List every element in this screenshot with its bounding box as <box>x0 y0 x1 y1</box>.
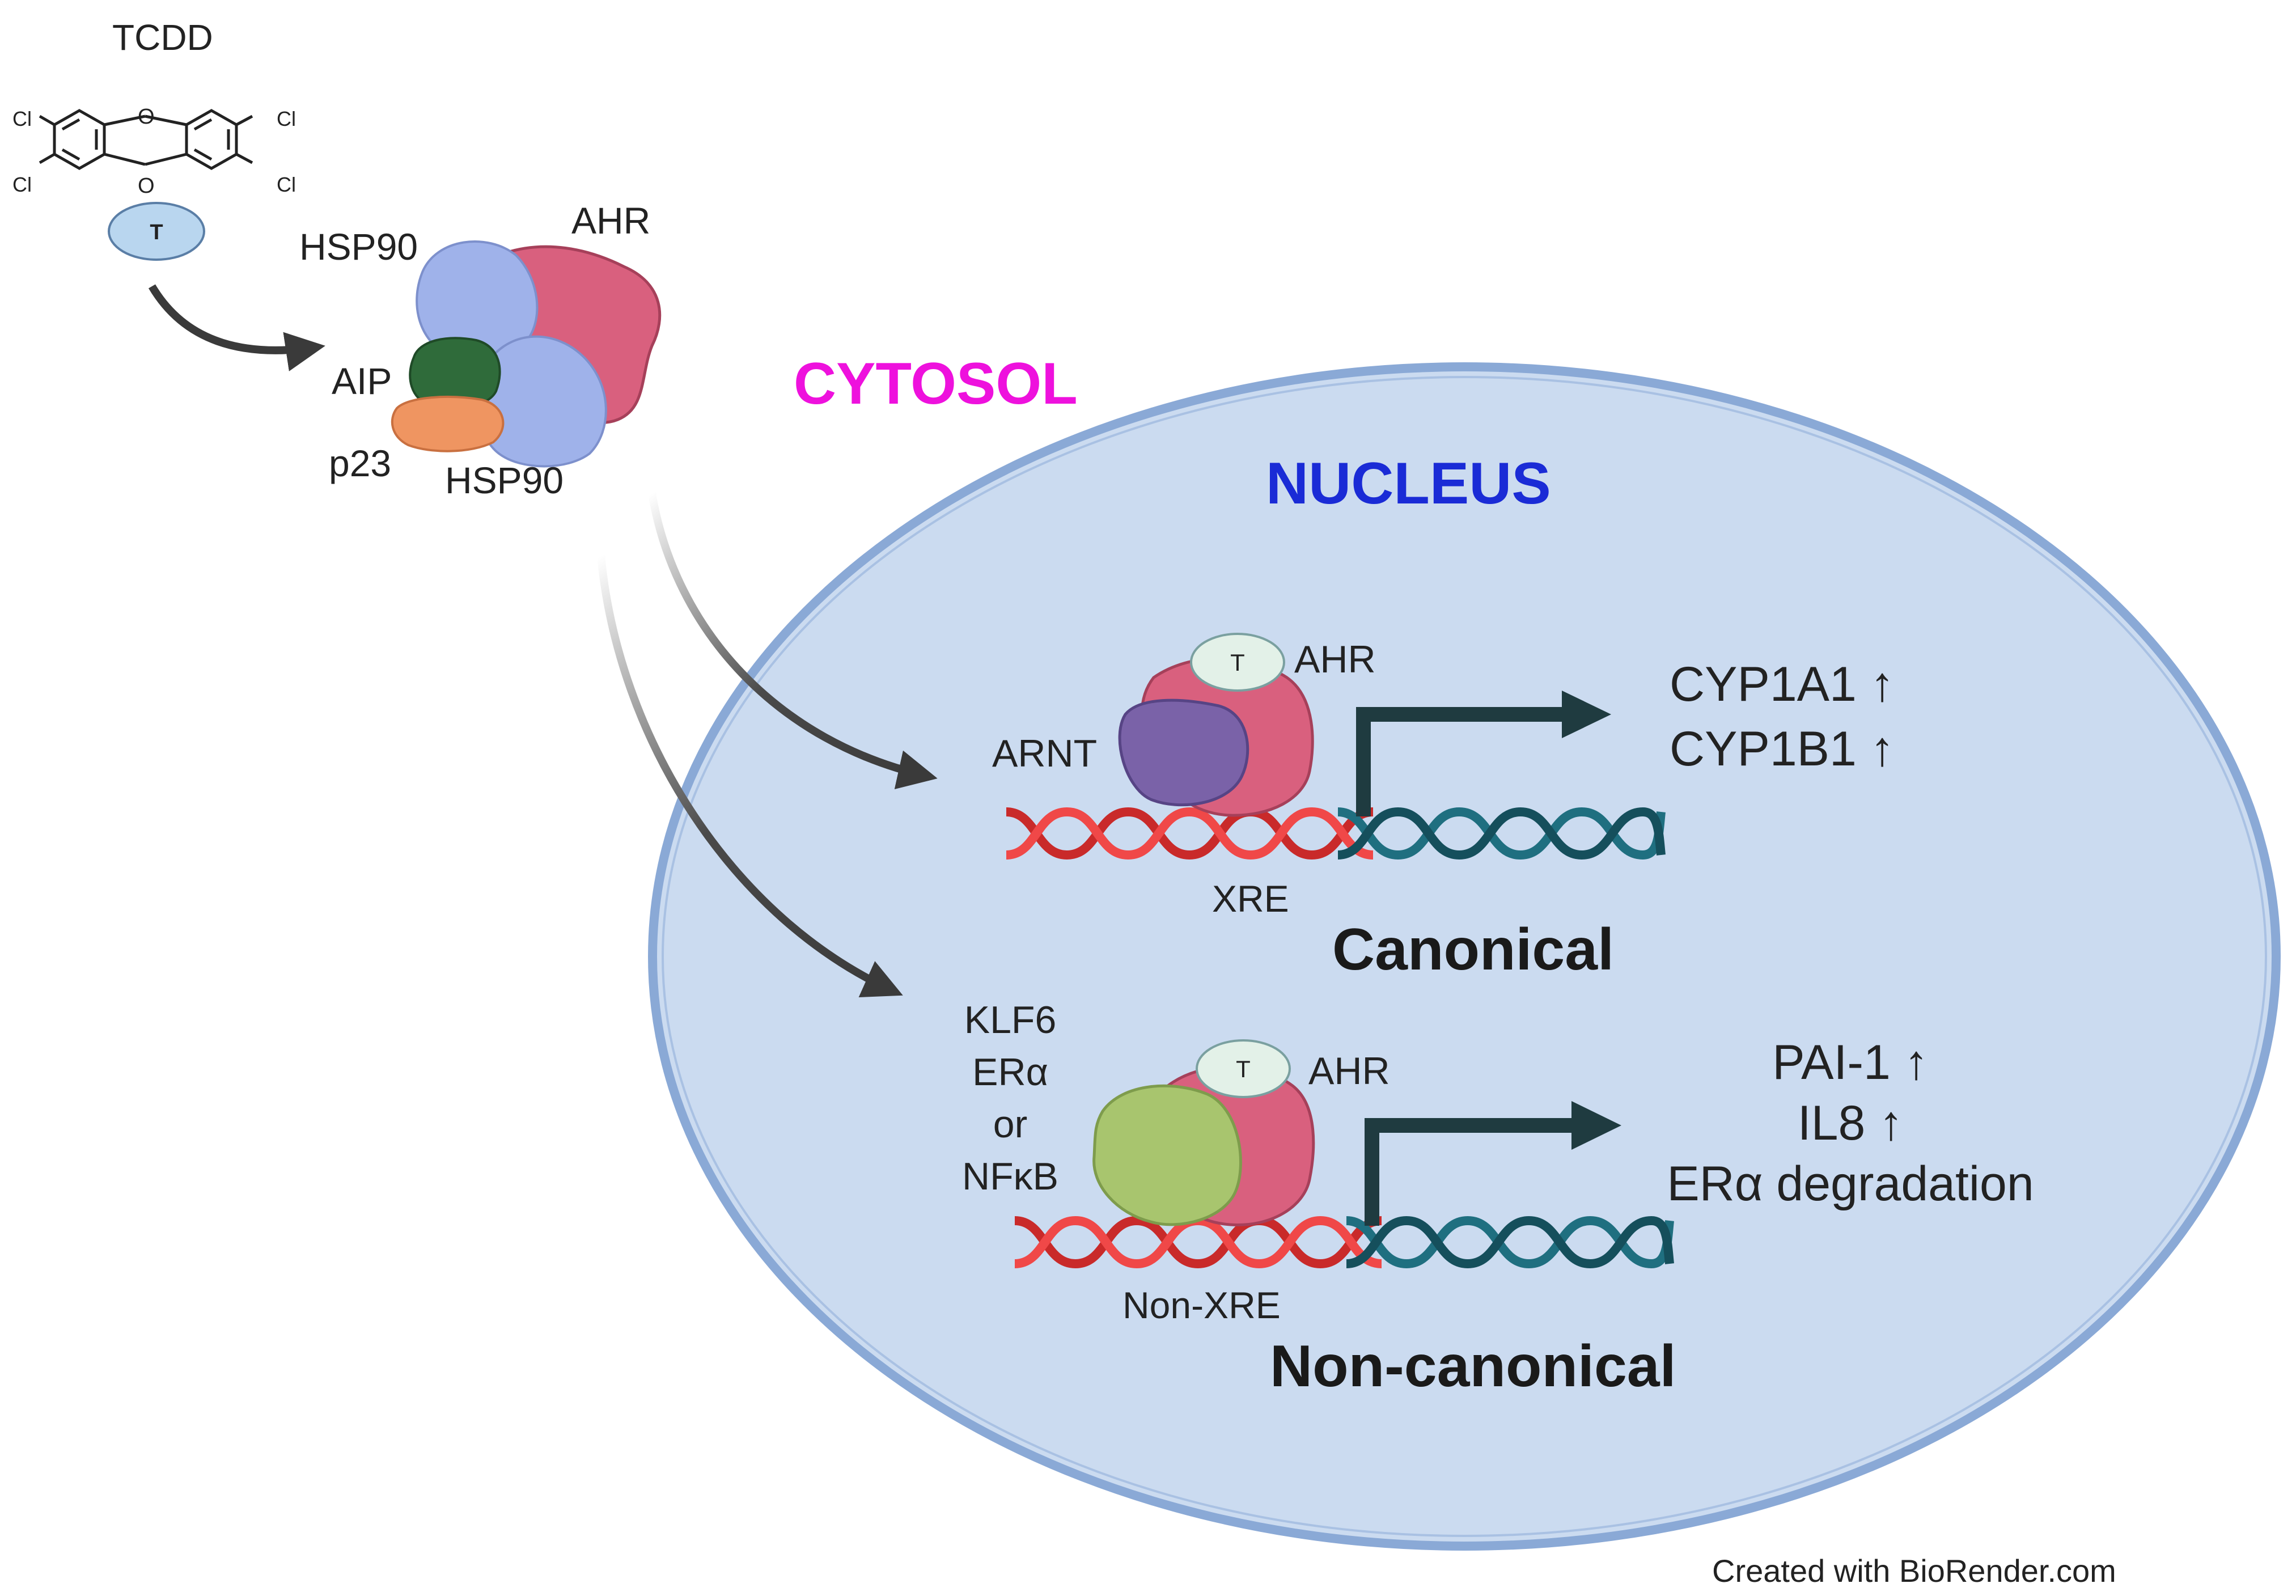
tcdd-cl-1: Cl <box>12 107 32 130</box>
partner-protein <box>1092 1084 1242 1226</box>
canonical-ligand-label: T <box>1230 649 1245 676</box>
noncanonical-ahr-label: AHR <box>1308 1049 1390 1093</box>
cytosolic-complex <box>391 240 662 468</box>
noncanonical-transcription-arrowhead <box>1571 1101 1621 1150</box>
binding-arrow <box>148 284 325 371</box>
canonical-ligand-oval <box>1190 633 1285 692</box>
noncanonical-ligand-label: T <box>1236 1056 1251 1082</box>
arnt-label: ARNT <box>992 732 1097 775</box>
canonical-path-arrow <box>648 492 938 789</box>
non-xre-label: Non-XRE <box>1122 1284 1281 1326</box>
noncanonical-target-3: ERα degradation <box>1667 1157 2034 1211</box>
credit-text: Created with BioRender.com <box>1712 1553 2116 1589</box>
noncanonical-target-2: IL8 ↑ <box>1798 1096 1903 1150</box>
canonical-transcription-arrowhead <box>1562 691 1611 738</box>
canonical-transcription-arrow <box>1356 707 1565 816</box>
p23-protein <box>391 396 505 452</box>
nucleus-label: NUCLEUS <box>1266 451 1551 517</box>
noncanonical-title: Non-canonical <box>1270 1333 1676 1399</box>
cytosol-label: CYTOSOL <box>794 351 1078 417</box>
tcdd-cl-3: Cl <box>277 107 296 130</box>
aip-protein <box>409 337 501 409</box>
canonical-dna <box>1006 807 1666 860</box>
ahr-cytosol-label: AHR <box>571 200 650 242</box>
noncanonical-target-1: PAI-1 ↑ <box>1772 1035 1929 1090</box>
ligand-oval-tcdd <box>108 202 205 261</box>
tcdd-cl-2: Cl <box>12 173 32 196</box>
canonical-target-2: CYP1B1 ↑ <box>1670 722 1895 776</box>
noncanonical-ligand-oval <box>1196 1039 1291 1098</box>
partner-label-4: NFκB <box>962 1155 1058 1198</box>
hsp90-top-label: HSP90 <box>299 226 418 268</box>
hsp90-bottom-label: HSP90 <box>445 459 564 501</box>
partner-label-2: ERα <box>972 1051 1048 1094</box>
noncanonical-path-arrow <box>597 555 903 997</box>
tcdd-cl-4: Cl <box>277 173 296 196</box>
tcdd-o-top: O <box>138 105 155 129</box>
tcdd-label: TCDD <box>112 17 213 58</box>
noncanonical-transcription-arrow <box>1365 1118 1575 1226</box>
canonical-target-1: CYP1A1 ↑ <box>1670 657 1895 712</box>
arnt-protein <box>1118 698 1249 807</box>
canonical-title: Canonical <box>1332 917 1614 983</box>
canonical-ahr-label: AHR <box>1294 638 1376 681</box>
partner-label-3: or <box>993 1103 1027 1146</box>
nucleus-membrane-inner <box>662 376 2267 1537</box>
ligand-tcdd-label: T <box>150 221 163 244</box>
p23-label: p23 <box>329 442 391 484</box>
tcdd-o-bottom: O <box>138 174 155 198</box>
aip-label: AIP <box>332 360 392 402</box>
xre-label: XRE <box>1212 878 1289 920</box>
partner-label-1: KLF6 <box>964 998 1057 1042</box>
tcdd-structure <box>39 109 253 170</box>
nucleus-membrane <box>648 362 2281 1551</box>
